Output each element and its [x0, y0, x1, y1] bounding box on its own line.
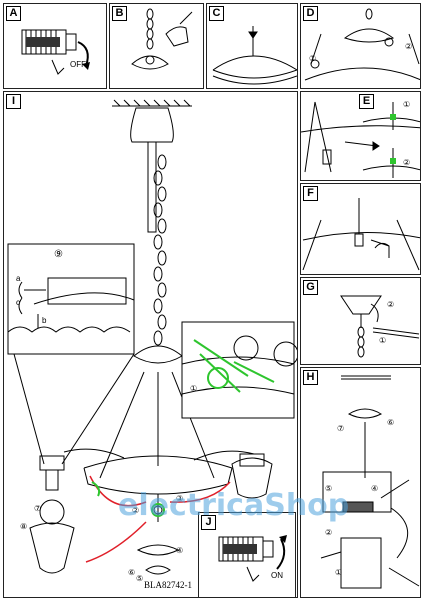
panel-d-label: D	[303, 6, 318, 21]
panel-g: G ② ①	[300, 277, 421, 365]
callout-2-h: ②	[325, 528, 333, 537]
panel-h: H ⑦ ⑥ ⑤ ④ ② ①	[300, 367, 421, 598]
panel-e-label: E	[359, 94, 374, 109]
panel-c: C	[206, 3, 298, 89]
callout-1-d: ①	[309, 54, 317, 63]
detail-9-number: ⑨	[54, 249, 63, 260]
callout-1-detail: ①	[190, 384, 198, 393]
panel-f: F	[300, 183, 421, 275]
callout-2-i: ②	[132, 506, 140, 515]
callout-2-d: ②	[405, 42, 413, 51]
callout-1-g: ①	[379, 336, 387, 345]
detail-9-label-b: b	[42, 316, 47, 325]
callout-7-h: ⑦	[337, 424, 345, 433]
callout-7-i: ⑦	[34, 504, 42, 513]
chain-hook-illustration	[131, 8, 193, 70]
panel-j: J ON	[198, 512, 296, 598]
panel-j-label: J	[201, 515, 216, 530]
panel-h-label: H	[303, 370, 318, 385]
chandelier-illustration	[7, 99, 297, 575]
panel-i-label: I	[6, 94, 21, 109]
callout-1-h: ①	[335, 568, 343, 577]
switch-on-illustration	[218, 535, 287, 582]
panel-d: D ① ②	[300, 3, 421, 89]
ceiling-installation-illustration	[320, 375, 420, 589]
callout-8-i: ⑧	[20, 522, 28, 531]
panel-c-label: C	[209, 6, 224, 21]
callout-2-e: ②	[403, 158, 411, 167]
off-label: OFF	[70, 60, 86, 69]
callout-5-i: ⑤	[136, 574, 144, 583]
detail-9-label-c: c	[16, 298, 20, 307]
callout-6-i: ⑥	[128, 568, 136, 577]
callout-1-e: ①	[403, 100, 411, 109]
canopy-wiring-illustration	[340, 295, 420, 358]
callout-4-h: ④	[371, 484, 379, 493]
panel-a: A OFF	[3, 3, 107, 89]
bowl-mount-illustration	[212, 26, 297, 85]
callout-6-h: ⑥	[387, 418, 395, 427]
switch-off-illustration	[21, 29, 90, 75]
arm-attachment-illustration	[304, 8, 420, 81]
panel-b: B	[109, 3, 204, 89]
panel-e: E ① ②	[300, 91, 421, 181]
panel-f-label: F	[303, 186, 318, 201]
callout-4-i: ④	[176, 546, 184, 555]
callout-5-h: ⑤	[325, 484, 333, 493]
callout-3-i: ③	[176, 494, 184, 503]
product-code: BLA82742-1	[144, 580, 192, 590]
detail-9-label-a: a	[16, 274, 21, 283]
watermark: electricaShop	[118, 488, 350, 523]
callout-2-g: ②	[387, 300, 395, 309]
connector-illustration	[301, 101, 420, 178]
panel-b-label: B	[112, 6, 127, 21]
screw-tighten-illustration	[302, 198, 420, 271]
on-label: ON	[271, 571, 283, 580]
panel-g-label: G	[303, 280, 318, 295]
panel-a-label: A	[6, 6, 21, 21]
